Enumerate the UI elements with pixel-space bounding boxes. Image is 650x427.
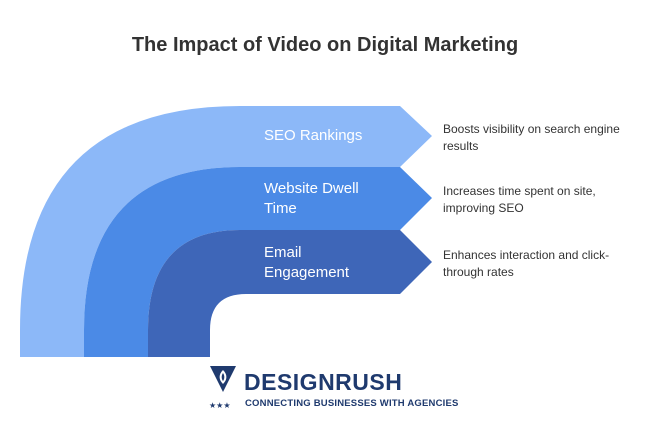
designrush-wordmark: DESIGNRUSH xyxy=(244,369,403,395)
description-email-engagement: Enhances interaction and click-through r… xyxy=(443,248,610,279)
layer-seo-rankings-shape xyxy=(20,106,432,357)
layer-label-email-engagement: Email Engagement xyxy=(264,243,349,283)
designrush-tagline: CONNECTING BUSINESSES WITH AGENCIES xyxy=(245,398,459,409)
layer-label-website-dwell-time: Website Dwell Time xyxy=(264,179,359,219)
designrush-shield-icon: ★★★ xyxy=(209,366,236,410)
description-seo-rankings: Boosts visibility on search engine resul… xyxy=(443,122,620,153)
layer-email-engagement-shape xyxy=(148,230,432,357)
layer-website-dwell-time-shape xyxy=(84,167,432,357)
layer-label-line: Engagement xyxy=(264,264,350,281)
description-website-dwell-time: Increases time spent on site, improving … xyxy=(443,184,596,215)
layer-label-seo-rankings: SEO Rankings xyxy=(264,126,362,146)
layer-label-line: Time xyxy=(264,200,297,217)
diagram-title: The Impact of Video on Digital Marketing xyxy=(131,34,519,56)
layer-label-line: SEO Rankings xyxy=(264,127,363,144)
layer-label-line: Website Dwell xyxy=(264,180,359,197)
layer-label-line: Email xyxy=(264,244,302,261)
svg-text:★★★: ★★★ xyxy=(209,401,231,410)
